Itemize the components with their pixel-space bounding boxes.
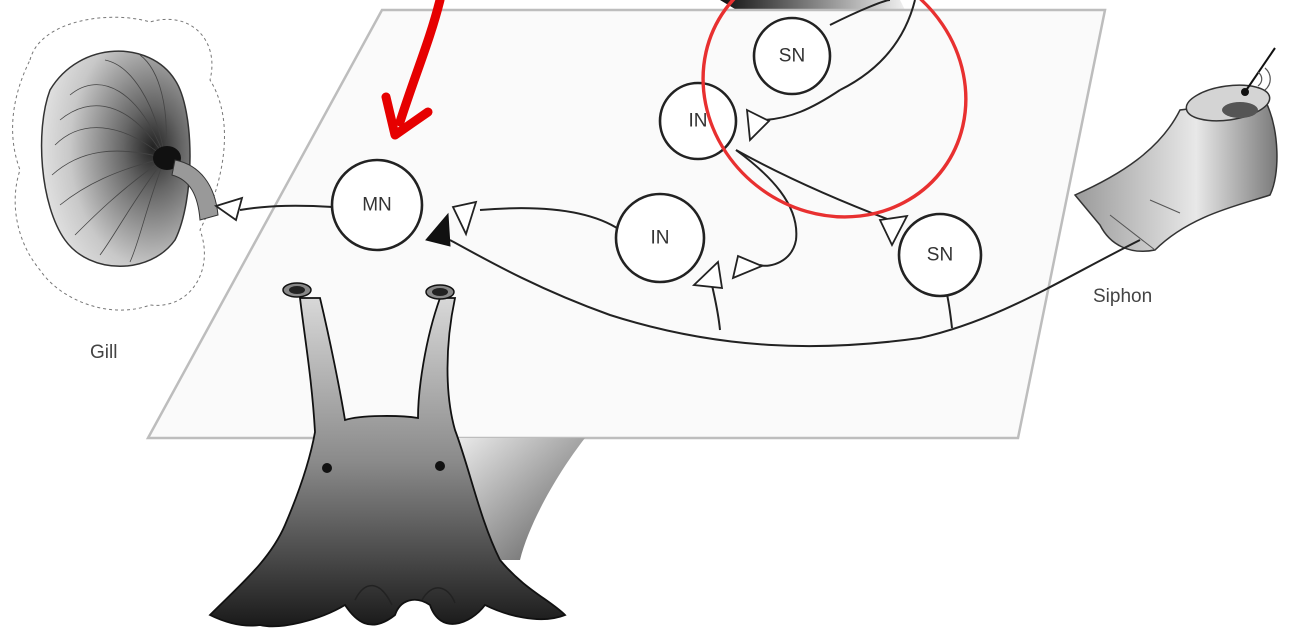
- gill-illustration: [12, 16, 225, 311]
- synapse-in-upper-in-lower: [731, 254, 765, 280]
- neuron-in-lower: IN: [614, 192, 706, 284]
- neuron-label: IN: [689, 111, 708, 132]
- neuron-label: IN: [651, 228, 670, 249]
- synapse-sn-mn-filled: [425, 212, 451, 247]
- aplysia-illustration: [208, 282, 567, 628]
- neuron-mn: MN: [330, 158, 424, 252]
- eye-icon: [322, 463, 332, 473]
- neuron-sn-upper: SN: [752, 16, 832, 96]
- stimulus-probe-icon: [1241, 47, 1276, 96]
- eye-icon: [435, 461, 445, 471]
- gill-label: Gill: [90, 342, 117, 363]
- synapse-in-sn-lower: [878, 214, 909, 248]
- neuron-label: SN: [779, 46, 805, 67]
- synapse-mn-gill: [213, 196, 244, 222]
- synapse-sn-in-upper: [745, 108, 771, 142]
- siphon-label: Siphon: [1093, 286, 1152, 307]
- neural-connections: [213, 0, 1141, 348]
- neuron-label: SN: [927, 245, 953, 266]
- siphon-illustration: [1073, 84, 1278, 252]
- synapse-in-mn: [451, 200, 478, 237]
- neuron-sn-lower: SN: [897, 212, 983, 298]
- synapse-sn-in-lower: [691, 260, 724, 290]
- annotation-arrow: [381, 0, 445, 140]
- annotation-ellipse: [701, 0, 968, 219]
- neuron-label: MN: [362, 195, 392, 216]
